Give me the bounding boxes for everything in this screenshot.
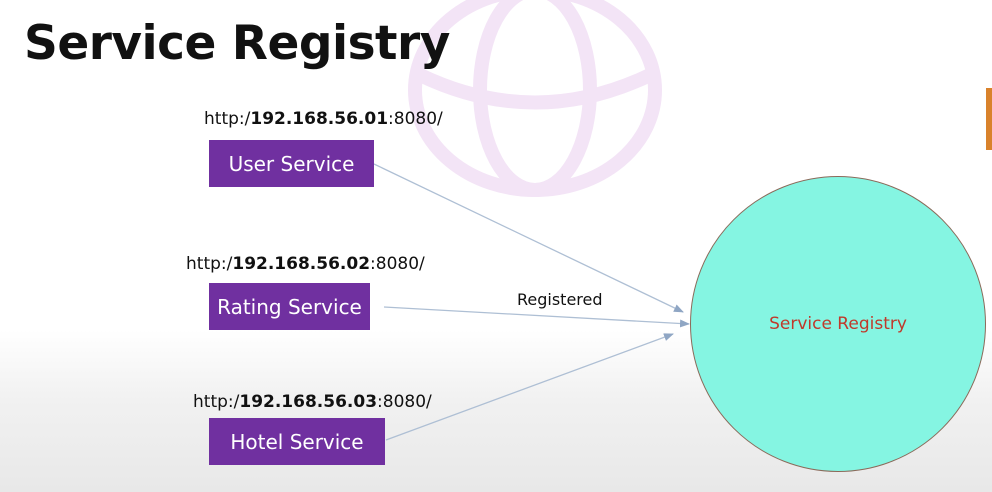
url-host: 192.168.56.03 xyxy=(239,392,378,412)
hotel-service-box: Hotel Service xyxy=(209,418,385,465)
url-prefix: http:/ xyxy=(193,392,240,412)
rating-service-url: http:/192.168.56.02:8080/ xyxy=(186,254,425,274)
service-box-label: Hotel Service xyxy=(230,429,364,454)
url-prefix: http:/ xyxy=(204,109,251,129)
connector-hotel-to-registry xyxy=(385,333,674,441)
hotel-service-url: http:/192.168.56.03:8080/ xyxy=(193,392,432,412)
service-registry-label: Service Registry xyxy=(769,314,907,334)
url-suffix: :8080/ xyxy=(388,109,443,129)
user-service-url: http:/192.168.56.01:8080/ xyxy=(204,109,443,129)
service-registry-node: Service Registry xyxy=(690,176,986,472)
url-host: 192.168.56.01 xyxy=(250,109,389,129)
registered-label: Registered xyxy=(517,290,603,309)
service-box-label: User Service xyxy=(228,151,355,176)
url-suffix: :8080/ xyxy=(377,392,432,412)
service-box-label: Rating Service xyxy=(217,294,362,319)
url-suffix: :8080/ xyxy=(370,254,425,274)
connector-user-to-registry xyxy=(373,163,684,313)
page-title: Service Registry xyxy=(24,16,450,71)
user-service-box: User Service xyxy=(209,140,374,187)
right-edge-accent xyxy=(986,88,992,150)
rating-service-box: Rating Service xyxy=(209,283,370,330)
url-host: 192.168.56.02 xyxy=(232,254,371,274)
url-prefix: http:/ xyxy=(186,254,233,274)
connector-rating-to-registry xyxy=(383,306,690,328)
